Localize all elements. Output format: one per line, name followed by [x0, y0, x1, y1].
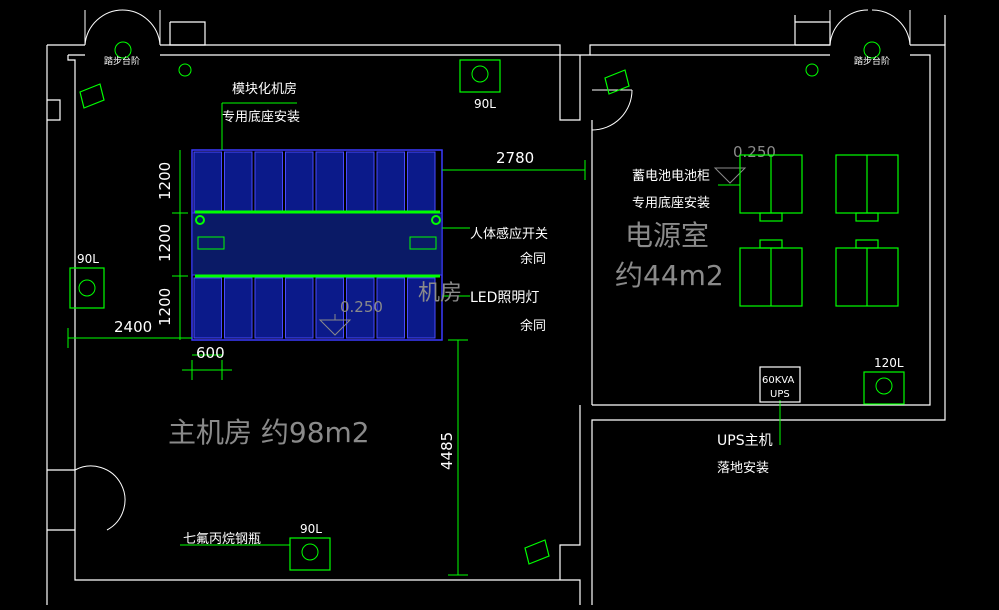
- rack-cabinet: [193, 277, 222, 339]
- rack-cabinet: [376, 277, 405, 339]
- ups-box-line2: UPS: [770, 389, 790, 400]
- gas-bottom-label: 90L: [300, 522, 322, 536]
- exit-sign-left-label: 踏步台阶: [104, 55, 140, 67]
- gas-cylinder-label: 七氟丙烷钢瓶: [183, 532, 261, 547]
- rack-array: [191, 149, 443, 341]
- dimension-texts: 2780 2400 600 1200 1200 1200 4485: [114, 149, 534, 470]
- rack-cabinet: [346, 151, 375, 213]
- elev-main: 0.250: [340, 298, 383, 316]
- rack-cabinet: [315, 151, 344, 213]
- gas-top-label: 90L: [474, 97, 496, 111]
- dim-2780: 2780: [496, 149, 534, 167]
- dim-1200-a: 1200: [156, 162, 174, 200]
- rack-cabinet: [254, 151, 283, 213]
- ups-label-2: 落地安装: [717, 461, 769, 476]
- elevation-texts: 0.250 0.250: [340, 143, 776, 316]
- battery-cabinets: [739, 154, 899, 307]
- dim-1200-c: 1200: [156, 288, 174, 326]
- led-label-2: 余同: [520, 318, 546, 334]
- modular-label-2: 专用底座安装: [222, 109, 300, 125]
- dim-2400: 2400: [114, 318, 152, 336]
- gas-cylinder-bottom: 90L: [289, 522, 331, 571]
- rack-cabinet: [224, 151, 253, 213]
- elev-power: 0.250: [733, 143, 776, 161]
- rack-cabinet: [254, 277, 283, 339]
- gas-cylinder-right: 120L: [863, 356, 905, 405]
- gas-cylinder-top: 90L: [459, 59, 501, 111]
- gas-right-label: 120L: [874, 356, 904, 370]
- rack-cabinet: [193, 151, 222, 213]
- battery-label-1: 蓄电池电池柜: [632, 169, 710, 184]
- ups-label-1: UPS主机: [717, 433, 773, 449]
- emergency-lights: [79, 69, 630, 565]
- exit-sign-right: 踏步台阶: [805, 41, 890, 77]
- dim-600: 600: [196, 344, 225, 362]
- sensor-label-1: 人体感应开关: [470, 226, 548, 242]
- sensor-label-2: 余同: [520, 251, 546, 267]
- rack-cabinet: [346, 277, 375, 339]
- room-labels: 主机房 约98m2 电源室 约44m2 机房: [168, 219, 724, 449]
- door-swings: [74, 9, 911, 531]
- exit-sign-right-label: 踏步台阶: [854, 55, 890, 67]
- rack-cabinet: [285, 277, 314, 339]
- dim-4485: 4485: [438, 432, 456, 470]
- battery-label-2: 专用底座安装: [632, 195, 710, 211]
- led-label-1: LED照明灯: [470, 290, 539, 306]
- ups-box-line1: 60KVA: [762, 375, 794, 386]
- modular-label-1: 模块化机房: [232, 81, 297, 97]
- exit-sign-left: 踏步台阶: [104, 41, 192, 77]
- machine-room-small: 机房: [418, 281, 462, 306]
- annotations: 模块化机房 专用底座安装 蓄电池电池柜 专用底座安装 人体感应开关 余同 LED…: [183, 81, 773, 547]
- walls: [46, 15, 946, 605]
- dim-1200-b: 1200: [156, 224, 174, 262]
- power-room-area: 约44m2: [615, 259, 724, 292]
- dimension-lines: [67, 102, 781, 576]
- gas-cylinder-left: 90L: [69, 252, 105, 309]
- power-room-title: 电源室: [625, 219, 709, 252]
- rack-cabinet: [376, 151, 405, 213]
- rack-cabinet: [315, 277, 344, 339]
- main-room-label: 主机房 约98m2: [168, 416, 370, 449]
- rack-cabinet: [407, 277, 436, 339]
- gas-left-label: 90L: [77, 252, 99, 266]
- elevation-marks: [318, 167, 747, 336]
- rack-cabinet: [407, 151, 436, 213]
- ups-box: 60KVA UPS: [759, 366, 801, 403]
- rack-cabinet: [285, 151, 314, 213]
- rack-cabinet: [224, 277, 253, 339]
